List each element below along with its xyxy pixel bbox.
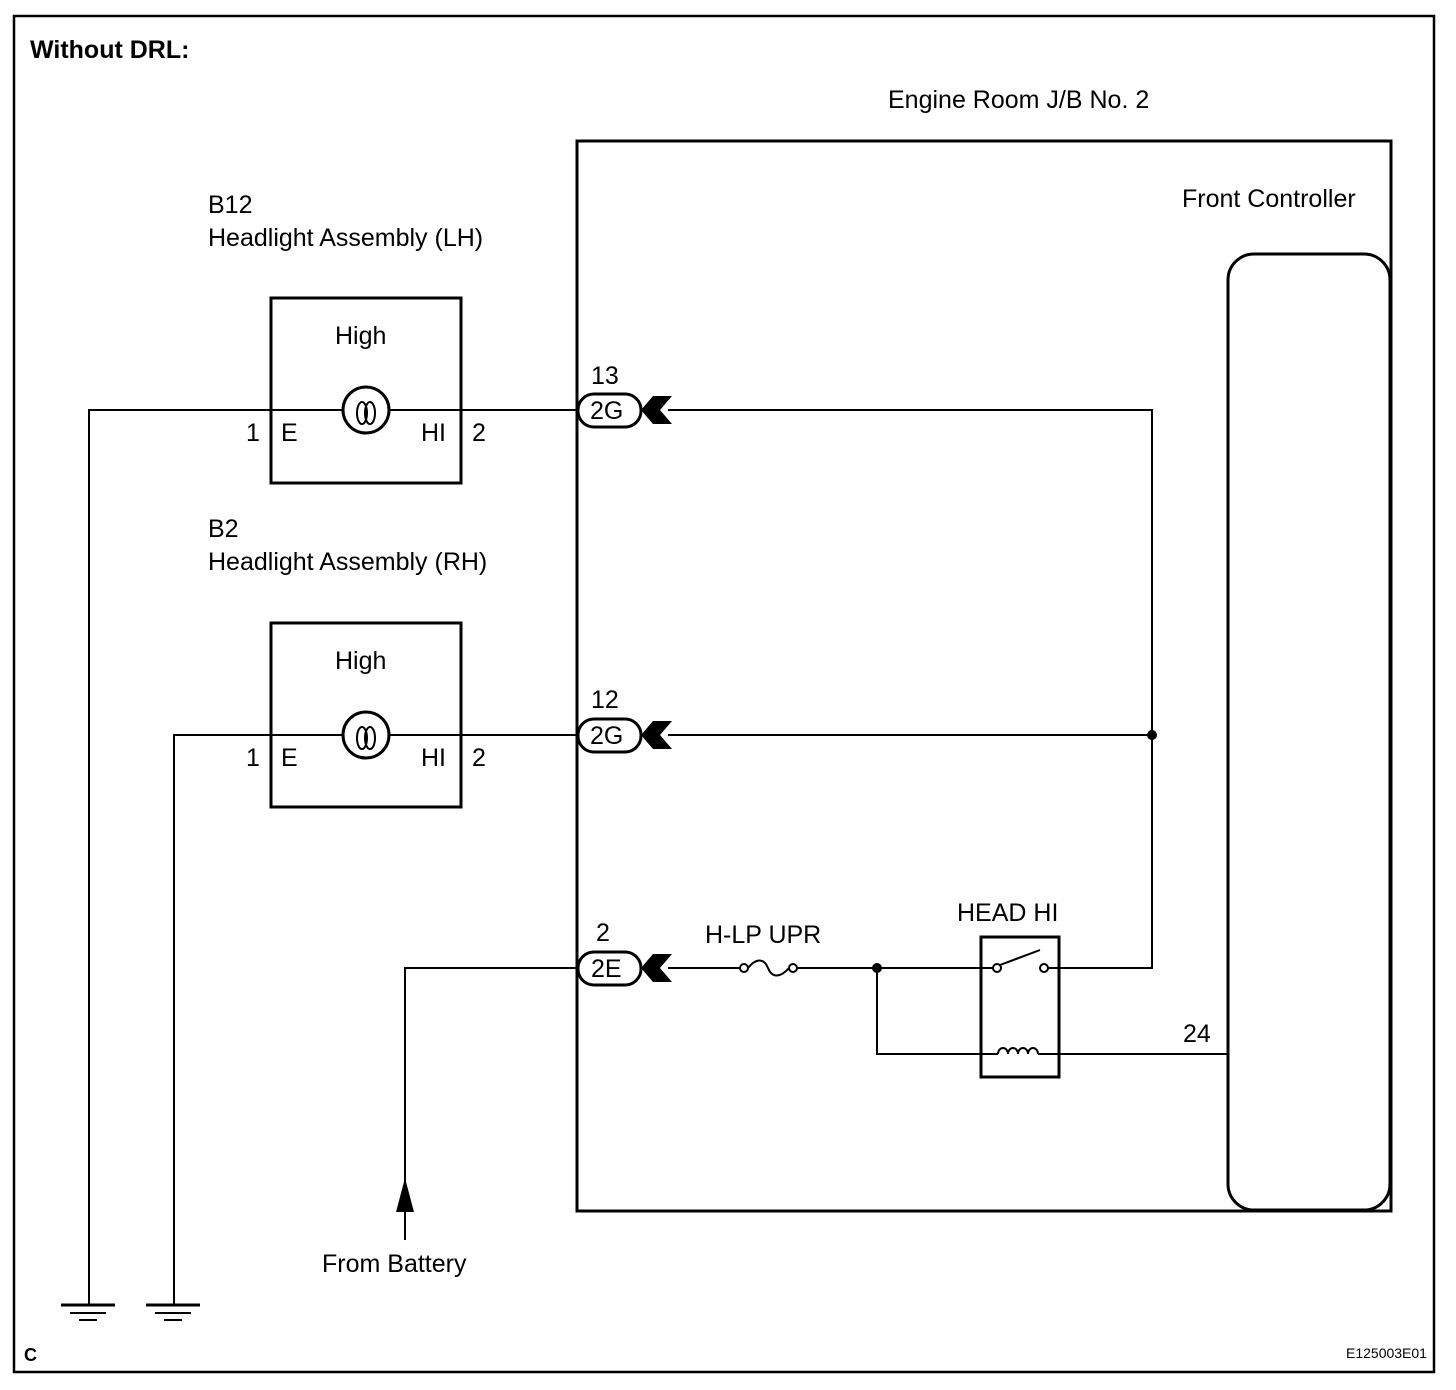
headlight-rh-bulb-icon	[341, 710, 391, 760]
front-controller-box	[1226, 252, 1392, 1212]
connector-12-chevron-icon	[641, 721, 672, 749]
junction-dot-bus	[1147, 730, 1157, 740]
battery-label: From Battery	[322, 1250, 467, 1278]
fuse-label: H-LP UPR	[705, 921, 821, 949]
headlight-rh-pin-e-number: 1	[246, 744, 260, 772]
wire-13-bus	[668, 409, 1153, 969]
connector-12-pin: 12	[591, 686, 619, 714]
headlight-lh-pin-e-number: 1	[246, 419, 260, 447]
headlight-lh-lamp-label: High	[335, 322, 386, 350]
connector-2: 2 2E	[576, 919, 672, 987]
headlight-lh-name: Headlight Assembly (LH)	[208, 224, 483, 252]
relay-coil-icon	[981, 1047, 1059, 1055]
fuse-icon	[739, 959, 798, 977]
relay-switch-icon	[981, 949, 1059, 973]
outer-frame	[12, 14, 1436, 1374]
connector-13-pin: 13	[591, 362, 619, 390]
connector-13-chevron-icon	[641, 396, 672, 424]
headlight-rh-name: Headlight Assembly (RH)	[208, 548, 487, 576]
wire-coil-feed	[876, 968, 998, 1055]
connector-2-pin: 2	[596, 919, 610, 947]
diagram-title: Without DRL:	[30, 36, 189, 64]
headlight-rh: B2 Headlight Assembly (RH) High 1 E HI 2	[208, 515, 487, 809]
footer-right-code: E125003E01	[1346, 1345, 1427, 1361]
wire-rh-ground	[173, 734, 343, 1305]
front-controller-label: Front Controller	[1182, 185, 1356, 213]
headlight-lh-pin-hi-number: 2	[472, 419, 486, 447]
connector-13-body	[576, 392, 643, 429]
controller-pin-24: 24	[1183, 1020, 1211, 1048]
junction-block-label: Engine Room J/B No. 2	[888, 86, 1149, 114]
connector-12-code: 2G	[590, 722, 623, 750]
wire-battery	[404, 967, 578, 1212]
fuse-h-lp-upr: H-LP UPR	[705, 921, 821, 977]
wires	[88, 409, 1228, 1305]
headlight-rh-pin-hi-label: HI	[421, 744, 446, 772]
footer-left-code: C	[24, 1345, 37, 1365]
headlight-lh-pin-hi-label: HI	[421, 419, 446, 447]
connector-12-body	[576, 717, 643, 754]
relay-label: HEAD HI	[957, 899, 1058, 927]
headlight-rh-lamp-label: High	[335, 647, 386, 675]
headlight-lh-box	[269, 296, 463, 485]
connector-2-chevron-icon	[641, 954, 672, 982]
headlight-rh-pin-hi-number: 2	[472, 744, 486, 772]
relay-head-hi: HEAD HI	[957, 899, 1061, 1079]
headlight-lh-code: B12	[208, 191, 252, 219]
headlight-rh-pin-e-label: E	[281, 744, 298, 772]
headlight-rh-box	[269, 621, 463, 809]
headlight-lh-bulb-icon	[341, 385, 391, 435]
ground-rh-icon	[146, 1303, 200, 1321]
headlight-rh-code: B2	[208, 515, 239, 543]
junction-dot-relay	[872, 963, 882, 973]
connector-2-code: 2E	[591, 955, 622, 983]
wire-lh-ground	[88, 409, 343, 1305]
connector-2-body	[576, 950, 643, 987]
headlight-lh: B12 Headlight Assembly (LH) High 1 E HI …	[208, 191, 486, 485]
connector-12: 12 2G	[576, 686, 672, 754]
battery-arrow-icon	[396, 1178, 414, 1240]
connector-13: 13 2G	[576, 362, 672, 429]
headlight-lh-pin-e-label: E	[281, 419, 298, 447]
ground-lh-icon	[61, 1303, 115, 1321]
connector-13-code: 2G	[590, 397, 623, 425]
